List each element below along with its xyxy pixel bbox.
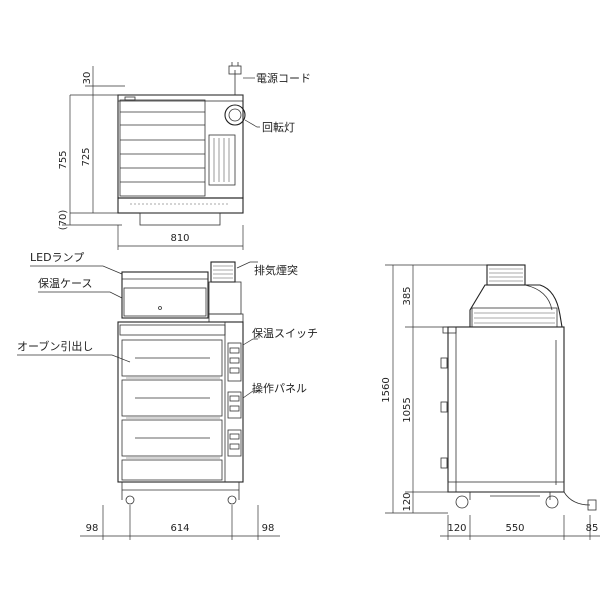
side-caster-rear-icon (545, 495, 559, 509)
dim-side-cord: 85 (586, 523, 599, 534)
side-caster-front-icon (455, 495, 469, 509)
label-control-panel: 操作パネル (252, 381, 307, 395)
dim-side-top: 385 (402, 286, 413, 305)
side-chimney (486, 264, 526, 286)
dim-side-total: 1560 (381, 377, 392, 402)
exhaust-chimney (210, 261, 236, 283)
control-panel-1 (227, 391, 242, 419)
main-front-view: LEDランプ 保温ケース オーブン引出し 排気煙突 (17, 251, 318, 540)
caster-left-icon (125, 495, 135, 505)
dim-side-middle: 1055 (402, 397, 413, 422)
dim-top-gap: 30 (82, 72, 93, 85)
dim-case-base: (70) (58, 210, 69, 231)
warming-case (121, 271, 209, 319)
dim-right-margin: 98 (262, 523, 275, 534)
dim-center-width: 614 (170, 523, 189, 534)
label-warming-case: 保温ケース (38, 276, 92, 290)
side-power-plug-icon (587, 499, 597, 511)
dim-left-margin: 98 (86, 523, 99, 534)
dim-side-bottom-v: 120 (402, 492, 413, 511)
warming-switch-panel (227, 342, 242, 382)
dim-top-width: 810 (170, 233, 189, 244)
side-cabinet (447, 326, 565, 493)
label-warming-switch: 保温スイッチ (252, 326, 318, 340)
dim-side-bottom-h: 120 (447, 523, 466, 534)
control-panel-2 (227, 429, 242, 457)
top-front-view: 30 755 725 (70) (58, 62, 311, 250)
dim-case-inner: 725 (81, 147, 92, 166)
rotating-light-icon (224, 104, 246, 126)
vent-grille (208, 134, 236, 186)
top-indicator (124, 96, 136, 101)
label-led-lamp: LEDランプ (30, 251, 84, 264)
label-exhaust-chimney: 排気煙突 (254, 263, 298, 277)
dim-case-height: 755 (58, 150, 69, 169)
side-view: 385 1560 1055 120 (381, 264, 600, 540)
label-power-cord: 電源コード (256, 71, 311, 85)
cabinet-body (117, 321, 244, 483)
label-rotating-light: 回転灯 (262, 121, 295, 134)
dim-side-depth: 550 (505, 523, 524, 534)
power-plug-icon (228, 65, 242, 75)
caster-right-icon (227, 495, 237, 505)
label-oven-drawer: オーブン引出し (17, 339, 93, 353)
